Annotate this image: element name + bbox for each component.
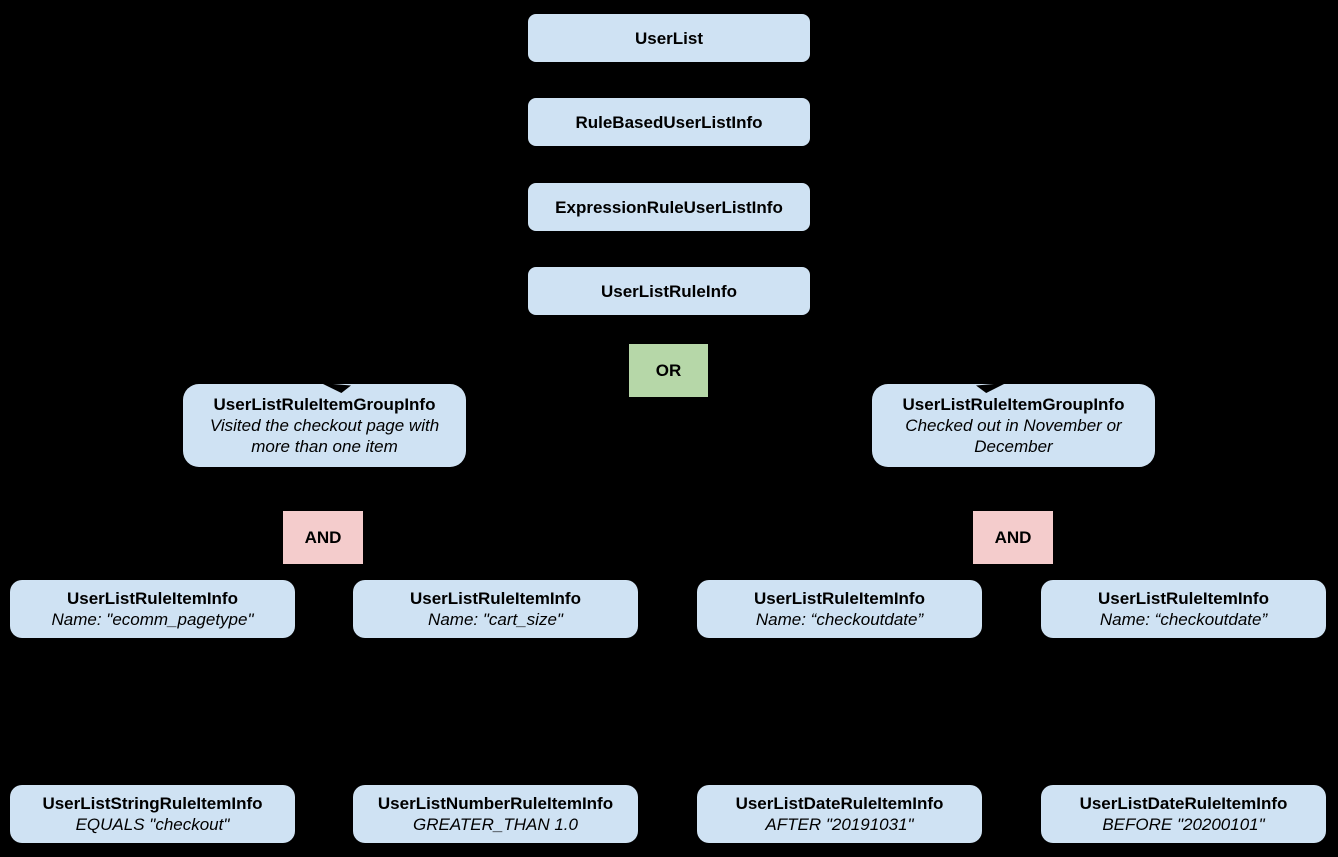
group-left-title: UserListRuleItemGroupInfo [213, 395, 436, 414]
node-rule-based-user-list-info-label: RuleBasedUserListInfo [575, 112, 763, 132]
rule-item-1-title: UserListRuleItemInfo [67, 589, 238, 608]
node-expression-rule-user-list-info: ExpressionRuleUserListInfo [528, 183, 810, 231]
node-number-rule-item-info: UserListNumberRuleItemInfo GREATER_THAN … [353, 785, 638, 843]
node-string-rule-item-info: UserListStringRuleItemInfo EQUALS "check… [10, 785, 295, 843]
and-operator-left-label: AND [304, 527, 342, 547]
node-rule-based-user-list-info: RuleBasedUserListInfo [528, 98, 810, 146]
leaf-1-detail: EQUALS "checkout" [75, 815, 230, 834]
leaf-4-detail: BEFORE "20200101" [1102, 815, 1265, 834]
leaf-3-title: UserListDateRuleItemInfo [735, 794, 944, 813]
node-rule-item-3: UserListRuleItemInfo Name: “checkoutdate… [697, 580, 982, 638]
node-date-rule-item-info-after: UserListDateRuleItemInfo AFTER "20191031… [697, 785, 982, 843]
leaf-4-title: UserListDateRuleItemInfo [1079, 794, 1288, 813]
node-date-rule-item-info-before: UserListDateRuleItemInfo BEFORE "2020010… [1041, 785, 1326, 843]
rule-item-3-detail: Name: “checkoutdate” [755, 610, 924, 629]
node-rule-item-1: UserListRuleItemInfo Name: "ecomm_pagety… [10, 580, 295, 638]
node-expression-rule-user-list-info-label: ExpressionRuleUserListInfo [555, 197, 783, 217]
and-operator-node-left: AND [283, 511, 363, 564]
node-user-list-rule-info-label: UserListRuleInfo [600, 281, 738, 301]
arrowhead-icon [976, 383, 1006, 393]
node-rule-item-2: UserListRuleItemInfo Name: "cart_size" [353, 580, 638, 638]
rule-item-3-title: UserListRuleItemInfo [754, 589, 925, 608]
leaf-3-detail: AFTER "20191031" [765, 815, 914, 834]
and-operator-node-right: AND [973, 511, 1053, 564]
node-rule-item-group-right: UserListRuleItemGroupInfo Checked out in… [872, 384, 1155, 467]
or-operator-node: OR [629, 344, 708, 397]
arrowhead-icon [321, 383, 351, 393]
group-right-title: UserListRuleItemGroupInfo [902, 395, 1125, 414]
or-operator-label: OR [655, 360, 682, 380]
rule-item-1-detail: Name: "ecomm_pagetype" [51, 610, 254, 629]
node-userlist: UserList [528, 14, 810, 62]
leaf-2-title: UserListNumberRuleItemInfo [377, 794, 614, 813]
rule-item-2-detail: Name: "cart_size" [428, 610, 563, 629]
node-rule-item-group-left: UserListRuleItemGroupInfo Visited the ch… [183, 384, 466, 467]
leaf-1-title: UserListStringRuleItemInfo [42, 794, 263, 813]
and-operator-right-label: AND [994, 527, 1032, 547]
rule-item-4-title: UserListRuleItemInfo [1098, 589, 1269, 608]
node-userlist-label: UserList [634, 28, 704, 48]
rule-item-2-title: UserListRuleItemInfo [410, 589, 581, 608]
rule-item-4-detail: Name: “checkoutdate” [1099, 610, 1268, 629]
leaf-2-detail: GREATER_THAN 1.0 [412, 815, 578, 834]
group-left-description: Visited the checkout page with more than… [209, 416, 440, 456]
group-right-description: Checked out in November or December [905, 416, 1122, 456]
node-user-list-rule-info: UserListRuleInfo [528, 267, 810, 315]
node-rule-item-4: UserListRuleItemInfo Name: “checkoutdate… [1041, 580, 1326, 638]
